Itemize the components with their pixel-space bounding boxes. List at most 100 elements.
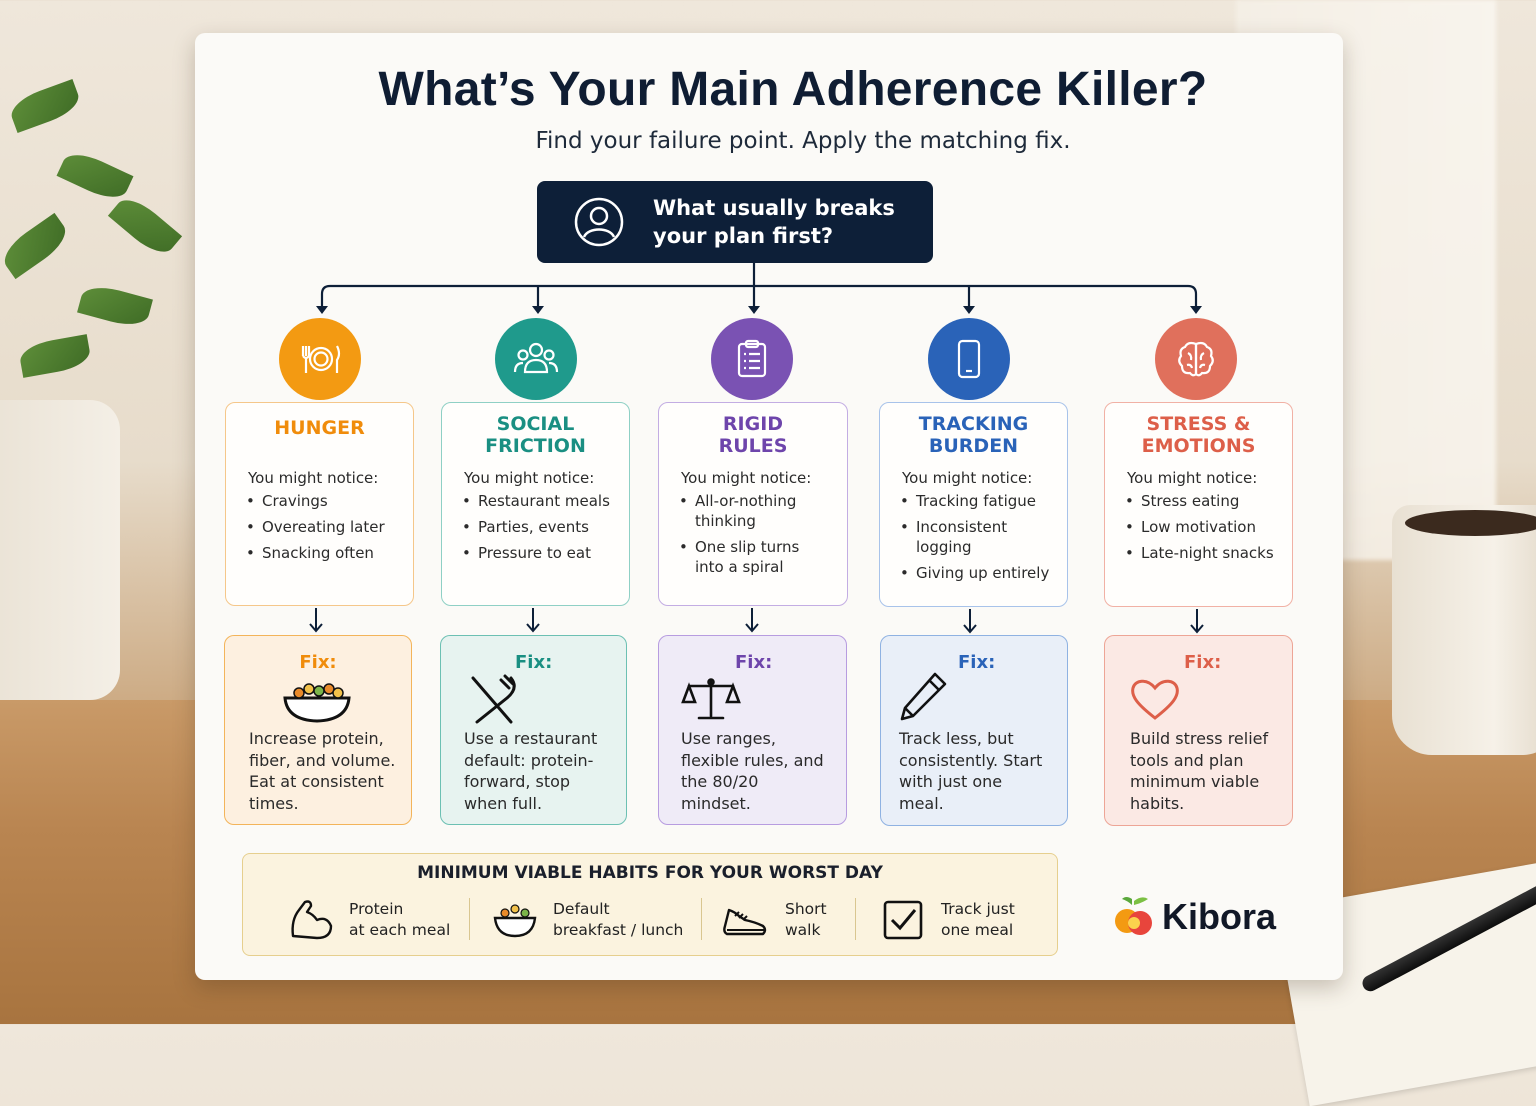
- social-symptom-list: Restaurant meals Parties, events Pressur…: [462, 491, 628, 569]
- social-card: SOCIAL FRICTION You might notice: Restau…: [441, 402, 630, 606]
- list-item: Overeating later: [246, 517, 412, 537]
- people-group-icon: [513, 342, 559, 374]
- habit-line-2: walk: [785, 921, 821, 939]
- habit-short-walk: Short walk: [721, 894, 827, 946]
- tracking-fix-label: Fix:: [958, 652, 996, 673]
- hunger-symptom-list: Cravings Overeating later Snacking often: [246, 491, 412, 569]
- habit-line-2: breakfast / lunch: [553, 921, 684, 939]
- page-subtitle: Find your failure point. Apply the match…: [535, 128, 1071, 154]
- question-box: What usually breaks your plan first?: [537, 181, 933, 263]
- habit-line-1: Protein: [349, 900, 404, 918]
- fruit-logo-icon: [1115, 897, 1152, 935]
- tracking-title-2: BURDEN: [928, 435, 1019, 457]
- down-arrow-icon: [745, 608, 759, 633]
- down-arrow-icon: [1190, 609, 1204, 634]
- habit-track-one-meal: Track just one meal: [879, 894, 1015, 946]
- user-circle-icon: [574, 197, 624, 247]
- tracking-circle: [928, 318, 1010, 400]
- habit-line-1: Track just: [941, 900, 1015, 918]
- list-item: Pressure to eat: [462, 543, 628, 563]
- list-item: All-or-nothing thinking: [679, 491, 815, 531]
- habit-divider: [855, 898, 856, 940]
- stress-title-2: EMOTIONS: [1141, 435, 1256, 457]
- heart-icon: [1131, 679, 1179, 720]
- brand-logo: Kibora: [1112, 893, 1276, 941]
- habit-line-1: Short: [785, 900, 827, 918]
- tracking-title-1: TRACKING: [918, 413, 1029, 435]
- list-item: Low motivation: [1125, 517, 1291, 537]
- question-line-2: your plan first?: [653, 224, 834, 248]
- hunger-title: HUNGER: [274, 417, 365, 439]
- clipboard-icon: [737, 339, 767, 378]
- social-fix-card: Fix: Use a restaurant default: protein-f…: [440, 635, 627, 825]
- rigid-symptom-list: All-or-nothing thinking One slip turns i…: [679, 491, 815, 583]
- list-item: Restaurant meals: [462, 491, 628, 511]
- hunger-card: HUNGER You might notice: Cravings Overea…: [225, 402, 414, 606]
- list-item: Snacking often: [246, 543, 412, 563]
- tracking-symptom-list: Tracking fatigue Inconsistent logging Gi…: [900, 491, 1066, 589]
- down-arrow-icon: [963, 609, 977, 634]
- tracking-fix-text: Track less, but consistently. Start with…: [899, 729, 1043, 813]
- down-arrow-icon: [526, 608, 540, 633]
- social-title-1: SOCIAL: [496, 413, 575, 435]
- rigid-title-1: RIGID: [722, 413, 784, 435]
- stress-fix-text: Build stress relief tools and plan minim…: [1130, 729, 1269, 813]
- habit-line-2: at each meal: [349, 921, 451, 939]
- habit-divider: [469, 898, 470, 940]
- brain-icon: [1178, 341, 1214, 377]
- tracking-fix-card: Fix: Track less, but consistently. Start…: [880, 635, 1068, 826]
- scale-icon: [681, 678, 741, 720]
- tracking-card: TRACKING BURDEN You might notice: Tracki…: [879, 402, 1068, 607]
- question-line-1: What usually breaks: [653, 196, 895, 220]
- hunger-fix-card: Fix: Increase protein, fiber, and volume…: [224, 635, 412, 825]
- list-item: Late-night snacks: [1125, 543, 1291, 563]
- rigid-notice: You might notice:: [681, 469, 812, 487]
- social-fix-text: Use a restaurant default: protein-forwar…: [464, 729, 598, 813]
- habits-panel: MINIMUM VIABLE HABITS FOR YOUR WORST DAY…: [242, 853, 1058, 956]
- habit-divider: [701, 898, 702, 940]
- brand-name: Kibora: [1162, 896, 1277, 937]
- phone-icon: [957, 339, 981, 379]
- down-arrow-icon: [309, 608, 323, 633]
- stress-card: STRESS & EMOTIONS You might notice: Stre…: [1104, 402, 1293, 607]
- pencil-icon: [900, 672, 947, 721]
- stress-title-1: STRESS &: [1146, 413, 1251, 435]
- hunger-circle: [279, 318, 361, 400]
- social-notice: You might notice:: [464, 469, 595, 487]
- list-item: Giving up entirely: [900, 563, 1066, 583]
- bowl-icon: [493, 904, 537, 938]
- checkbox-icon: [883, 900, 923, 940]
- rigid-fix-text: Use ranges, flexible rules, and the 80/2…: [681, 729, 824, 813]
- coffee-surface: [1405, 510, 1536, 536]
- habit-line-1: Default: [553, 900, 610, 918]
- flexed-arm-icon: [291, 900, 333, 940]
- hunger-notice: You might notice:: [248, 469, 379, 487]
- plant-pot: [0, 400, 120, 700]
- list-item: Stress eating: [1125, 491, 1291, 511]
- rigid-fix-label: Fix:: [735, 652, 773, 673]
- stress-circle: [1155, 318, 1237, 400]
- fork-knife-icon: [471, 674, 516, 724]
- list-item: Inconsistent logging: [900, 517, 1026, 557]
- stress-symptom-list: Stress eating Low motivation Late-night …: [1125, 491, 1291, 569]
- rigid-title-2: RULES: [718, 435, 788, 457]
- plate-cutlery-icon: [301, 345, 341, 373]
- rigid-fix-card: Fix: Use ranges, flexible rules, and the…: [658, 635, 847, 825]
- habit-protein: Protein at each meal: [287, 894, 450, 946]
- list-item: One slip turns into a spiral: [679, 537, 815, 577]
- stress-notice: You might notice:: [1127, 469, 1258, 487]
- hunger-fix-text: Increase protein, fiber, and volume. Eat…: [249, 729, 396, 813]
- habit-line-2: one meal: [941, 921, 1014, 939]
- coffee-mug: [1392, 505, 1536, 755]
- rigid-circle: [711, 318, 793, 400]
- list-item: Parties, events: [462, 517, 628, 537]
- list-item: Cravings: [246, 491, 412, 511]
- social-fix-label: Fix:: [515, 652, 553, 673]
- habits-title: MINIMUM VIABLE HABITS FOR YOUR WORST DAY: [417, 863, 883, 883]
- tracking-notice: You might notice:: [902, 469, 1033, 487]
- rigid-card: RIGID RULES You might notice: All-or-not…: [658, 402, 848, 606]
- stress-fix-label: Fix:: [1184, 652, 1222, 673]
- sneaker-icon: [723, 908, 767, 936]
- bowl-icon: [283, 683, 351, 723]
- hunger-fix-label: Fix:: [299, 652, 337, 673]
